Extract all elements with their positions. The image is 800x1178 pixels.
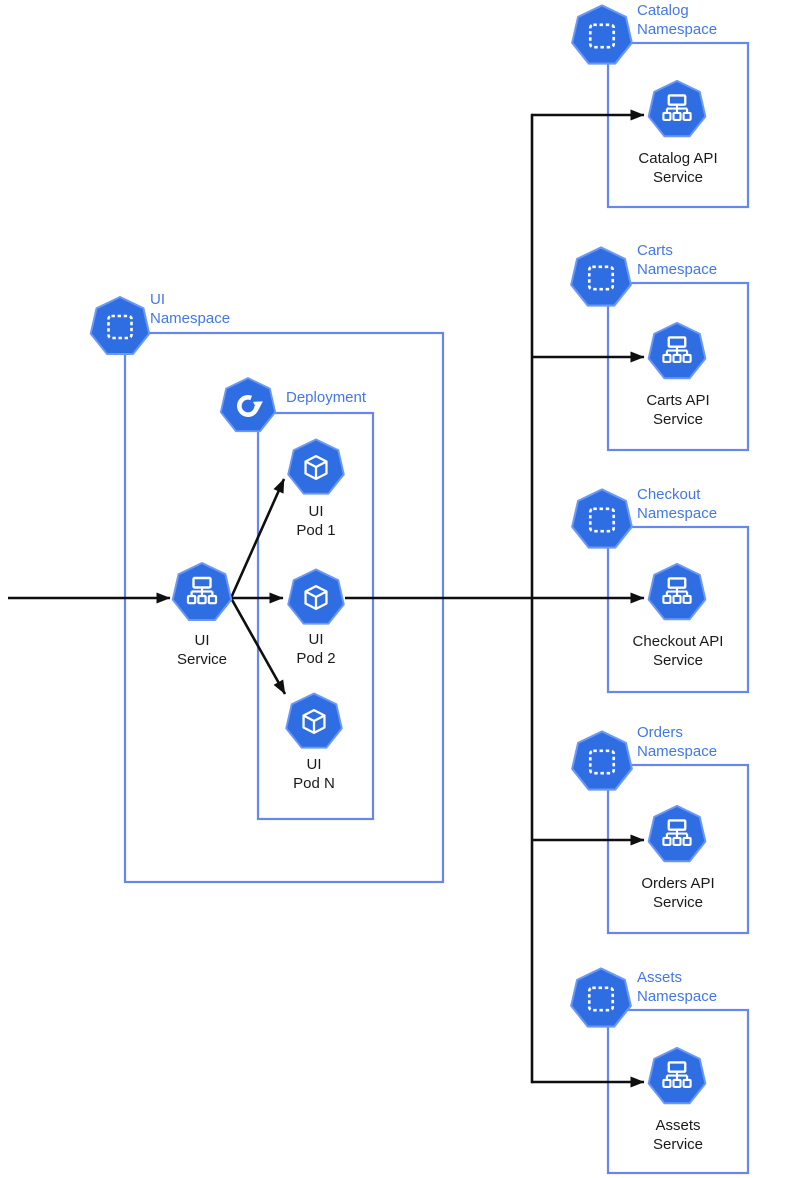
- deployment-box: [256, 411, 375, 821]
- assets-service-icon: [649, 1048, 706, 1103]
- orders-namespace-label: Orders Namespace: [637, 724, 718, 760]
- carts-service-icon: [649, 323, 706, 378]
- ui-pod-n-icon: [286, 694, 342, 748]
- checkout-service-icon: [649, 564, 706, 619]
- ui-namespace-label: UI Namespace: [150, 291, 231, 327]
- ui-namespace-icon: [91, 297, 150, 354]
- assets-namespace-label: Assets Namespace: [637, 969, 718, 1005]
- checkout-namespace-label: Checkout Namespace: [637, 486, 718, 522]
- catalog-namespace-label: Catalog Namespace: [637, 2, 718, 38]
- checkout-namespace-box: [606, 525, 750, 694]
- orders-namespace-box: [606, 763, 750, 935]
- checkout-namespace-icon: [572, 489, 632, 547]
- ui-pod-2-icon: [288, 570, 344, 624]
- ui-service-icon: [173, 563, 232, 620]
- catalog-namespace-icon: [572, 5, 632, 63]
- checkout-service-label: Checkout API Service: [632, 633, 724, 669]
- ui-pod-1-label: UI Pod 1: [296, 503, 336, 539]
- carts-namespace-box: [606, 281, 750, 452]
- orders-service-label: Orders API Service: [641, 875, 715, 911]
- orders-service-icon: [649, 806, 706, 861]
- ui-pod-n-label: UI Pod N: [293, 756, 335, 792]
- service-to-pod1-arrow: [229, 478, 286, 599]
- assets-namespace-box: [606, 1008, 750, 1175]
- ui-pod-2-label: UI Pod 2: [296, 631, 336, 667]
- catalog-service-icon: [649, 81, 706, 136]
- catalog-service-label: Catalog API Service: [638, 150, 718, 186]
- deployment-icon: [221, 378, 275, 431]
- assets-service-label: Assets Service: [652, 1117, 704, 1153]
- carts-namespace-label: Carts Namespace: [637, 242, 718, 278]
- ui-pod-1-icon: [288, 440, 344, 494]
- assets-namespace-icon: [571, 968, 631, 1026]
- ui-namespace-box: [123, 331, 445, 884]
- orders-namespace-icon: [572, 731, 632, 789]
- catalog-namespace-box: [606, 41, 750, 209]
- carts-service-label: Carts API Service: [646, 392, 710, 428]
- carts-namespace-icon: [571, 247, 631, 305]
- ui-service-label: UI Service: [176, 632, 228, 668]
- deployment-label: Deployment: [286, 389, 367, 406]
- service-to-podn-arrow: [229, 597, 287, 695]
